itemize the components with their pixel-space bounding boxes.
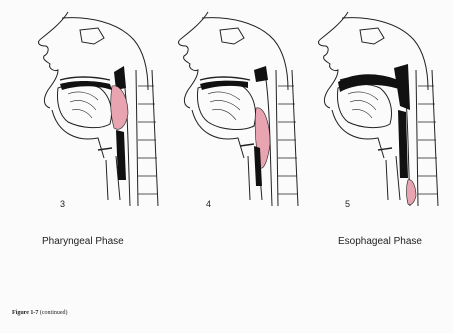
head-neck-sagittal-diagram bbox=[28, 10, 164, 210]
diagram-panel-3 bbox=[28, 10, 164, 210]
spine-front bbox=[416, 70, 418, 206]
oral-cavity bbox=[338, 74, 402, 92]
sphenoid-outline bbox=[360, 28, 384, 44]
spine-back bbox=[292, 70, 298, 206]
mandible bbox=[332, 110, 384, 158]
spine-back bbox=[432, 70, 438, 206]
esophageal-phase-label: Esophageal Phase bbox=[338, 236, 422, 247]
hyoid bbox=[98, 148, 112, 150]
tongue bbox=[57, 84, 111, 127]
vertebrae bbox=[138, 86, 158, 194]
figure-caption: Figure 1-7 (continued) bbox=[12, 310, 68, 316]
nasopharynx-dark bbox=[254, 66, 268, 82]
figure-note: (continued) bbox=[40, 310, 68, 316]
head-neck-sagittal-diagram bbox=[168, 10, 304, 210]
sphenoid-outline bbox=[80, 28, 104, 44]
spine-front bbox=[276, 70, 278, 206]
mandible bbox=[192, 110, 244, 158]
diagram-panel-4 bbox=[168, 10, 304, 210]
head-neck-sagittal-diagram bbox=[308, 10, 444, 210]
bolus bbox=[407, 180, 417, 205]
palate bbox=[60, 77, 110, 80]
panel-number-3: 3 bbox=[60, 199, 65, 209]
tongue-lines bbox=[348, 92, 378, 118]
tongue bbox=[197, 84, 255, 130]
hyoid bbox=[240, 144, 254, 146]
hyoid bbox=[378, 148, 392, 150]
palate bbox=[200, 77, 250, 80]
sphenoid-outline bbox=[220, 28, 244, 44]
larynx bbox=[386, 156, 400, 200]
face-profile bbox=[319, 12, 348, 108]
airway-dark bbox=[398, 110, 408, 178]
face-profile bbox=[39, 12, 68, 108]
mandible bbox=[52, 110, 104, 158]
oral-cavity bbox=[200, 81, 248, 90]
tongue bbox=[337, 84, 391, 127]
diagram-panel-5 bbox=[308, 10, 444, 210]
face-profile bbox=[179, 12, 208, 108]
spine-front bbox=[136, 70, 138, 206]
pharyngeal-phase-label: Pharyngeal Phase bbox=[42, 236, 124, 247]
vertebrae bbox=[418, 86, 438, 194]
panel-number-4: 4 bbox=[206, 199, 211, 209]
figure-number: Figure 1-7 bbox=[12, 310, 38, 316]
tongue-lines bbox=[68, 92, 98, 118]
spine-back bbox=[152, 70, 158, 206]
panel-number-5: 5 bbox=[345, 199, 350, 209]
oral-cavity bbox=[60, 81, 112, 90]
vertebrae bbox=[278, 86, 298, 194]
tongue-lines bbox=[208, 92, 240, 120]
